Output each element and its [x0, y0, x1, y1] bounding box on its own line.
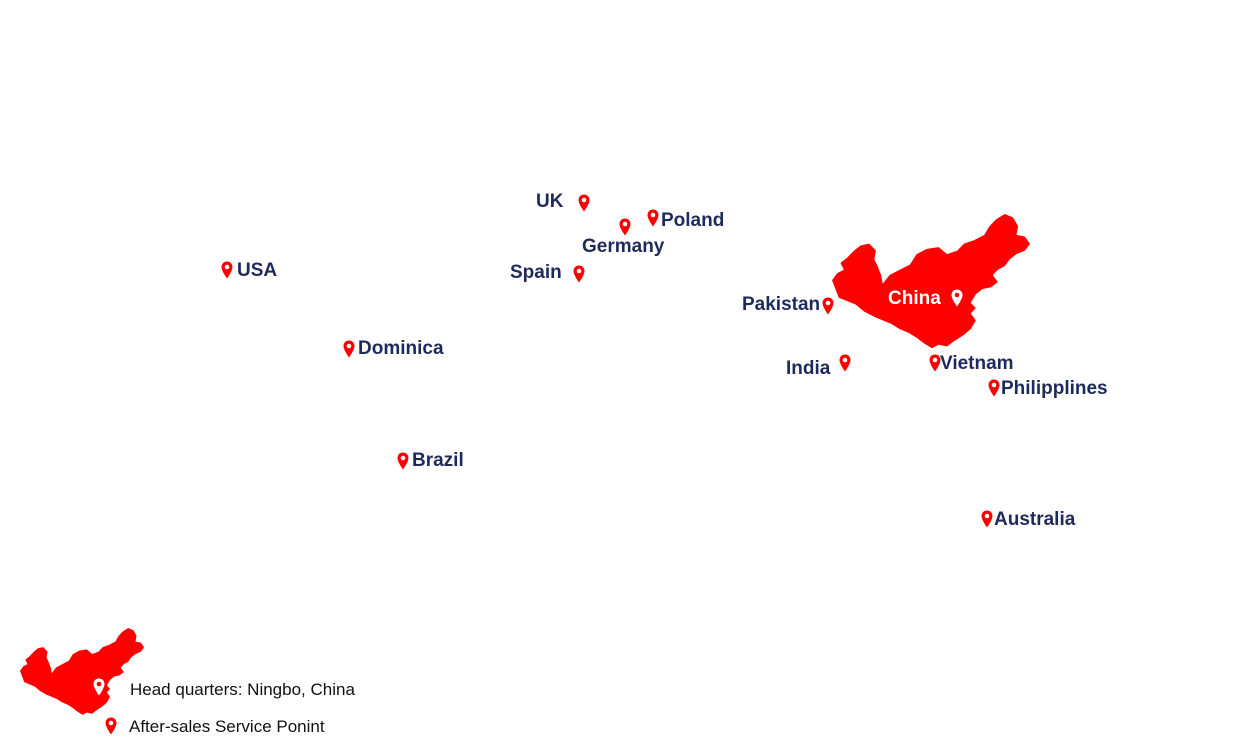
location-label-vietnam: Vietnam — [940, 353, 1014, 374]
location-label-dominica: Dominica — [358, 338, 444, 359]
location-label-china: China — [888, 288, 941, 309]
location-label-australia: Australia — [994, 509, 1076, 530]
map-pin-icon[interactable] — [647, 209, 659, 227]
headquarters-pin-icon — [93, 678, 105, 696]
map-pin-icon[interactable] — [839, 354, 851, 372]
china-map-shape — [832, 214, 1030, 349]
map-pin-icon[interactable] — [221, 261, 233, 279]
legend-headquarters-label: Head quarters: Ningbo, China — [130, 680, 355, 699]
location-label-spain: Spain — [510, 262, 562, 283]
location-label-pakistan: Pakistan — [742, 294, 821, 315]
map-pin-icon[interactable] — [981, 510, 993, 528]
map-pin-icon[interactable] — [988, 379, 1000, 397]
location-label-usa: USA — [237, 260, 278, 281]
location-label-poland: Poland — [661, 210, 725, 231]
map-pin-icon[interactable] — [619, 218, 631, 236]
location-label-uk: UK — [536, 191, 564, 212]
location-label-philippines: Philipplines — [1001, 378, 1108, 399]
map-pin-icon[interactable] — [397, 452, 409, 470]
headquarters-pin-icon[interactable] — [951, 289, 963, 307]
location-label-germany: Germany — [582, 236, 665, 257]
location-label-brazil: Brazil — [412, 450, 464, 471]
map-pin-icon[interactable] — [343, 340, 355, 358]
china-silhouette-icon — [20, 628, 144, 715]
map-pin-icon — [105, 717, 117, 735]
map-pin-icon[interactable] — [573, 265, 585, 283]
map-pin-icon[interactable] — [578, 194, 590, 212]
legend-service-point-label: After-sales Service Ponint — [129, 717, 325, 736]
location-label-india: India — [786, 358, 831, 379]
map-pin-icon[interactable] — [822, 297, 834, 315]
